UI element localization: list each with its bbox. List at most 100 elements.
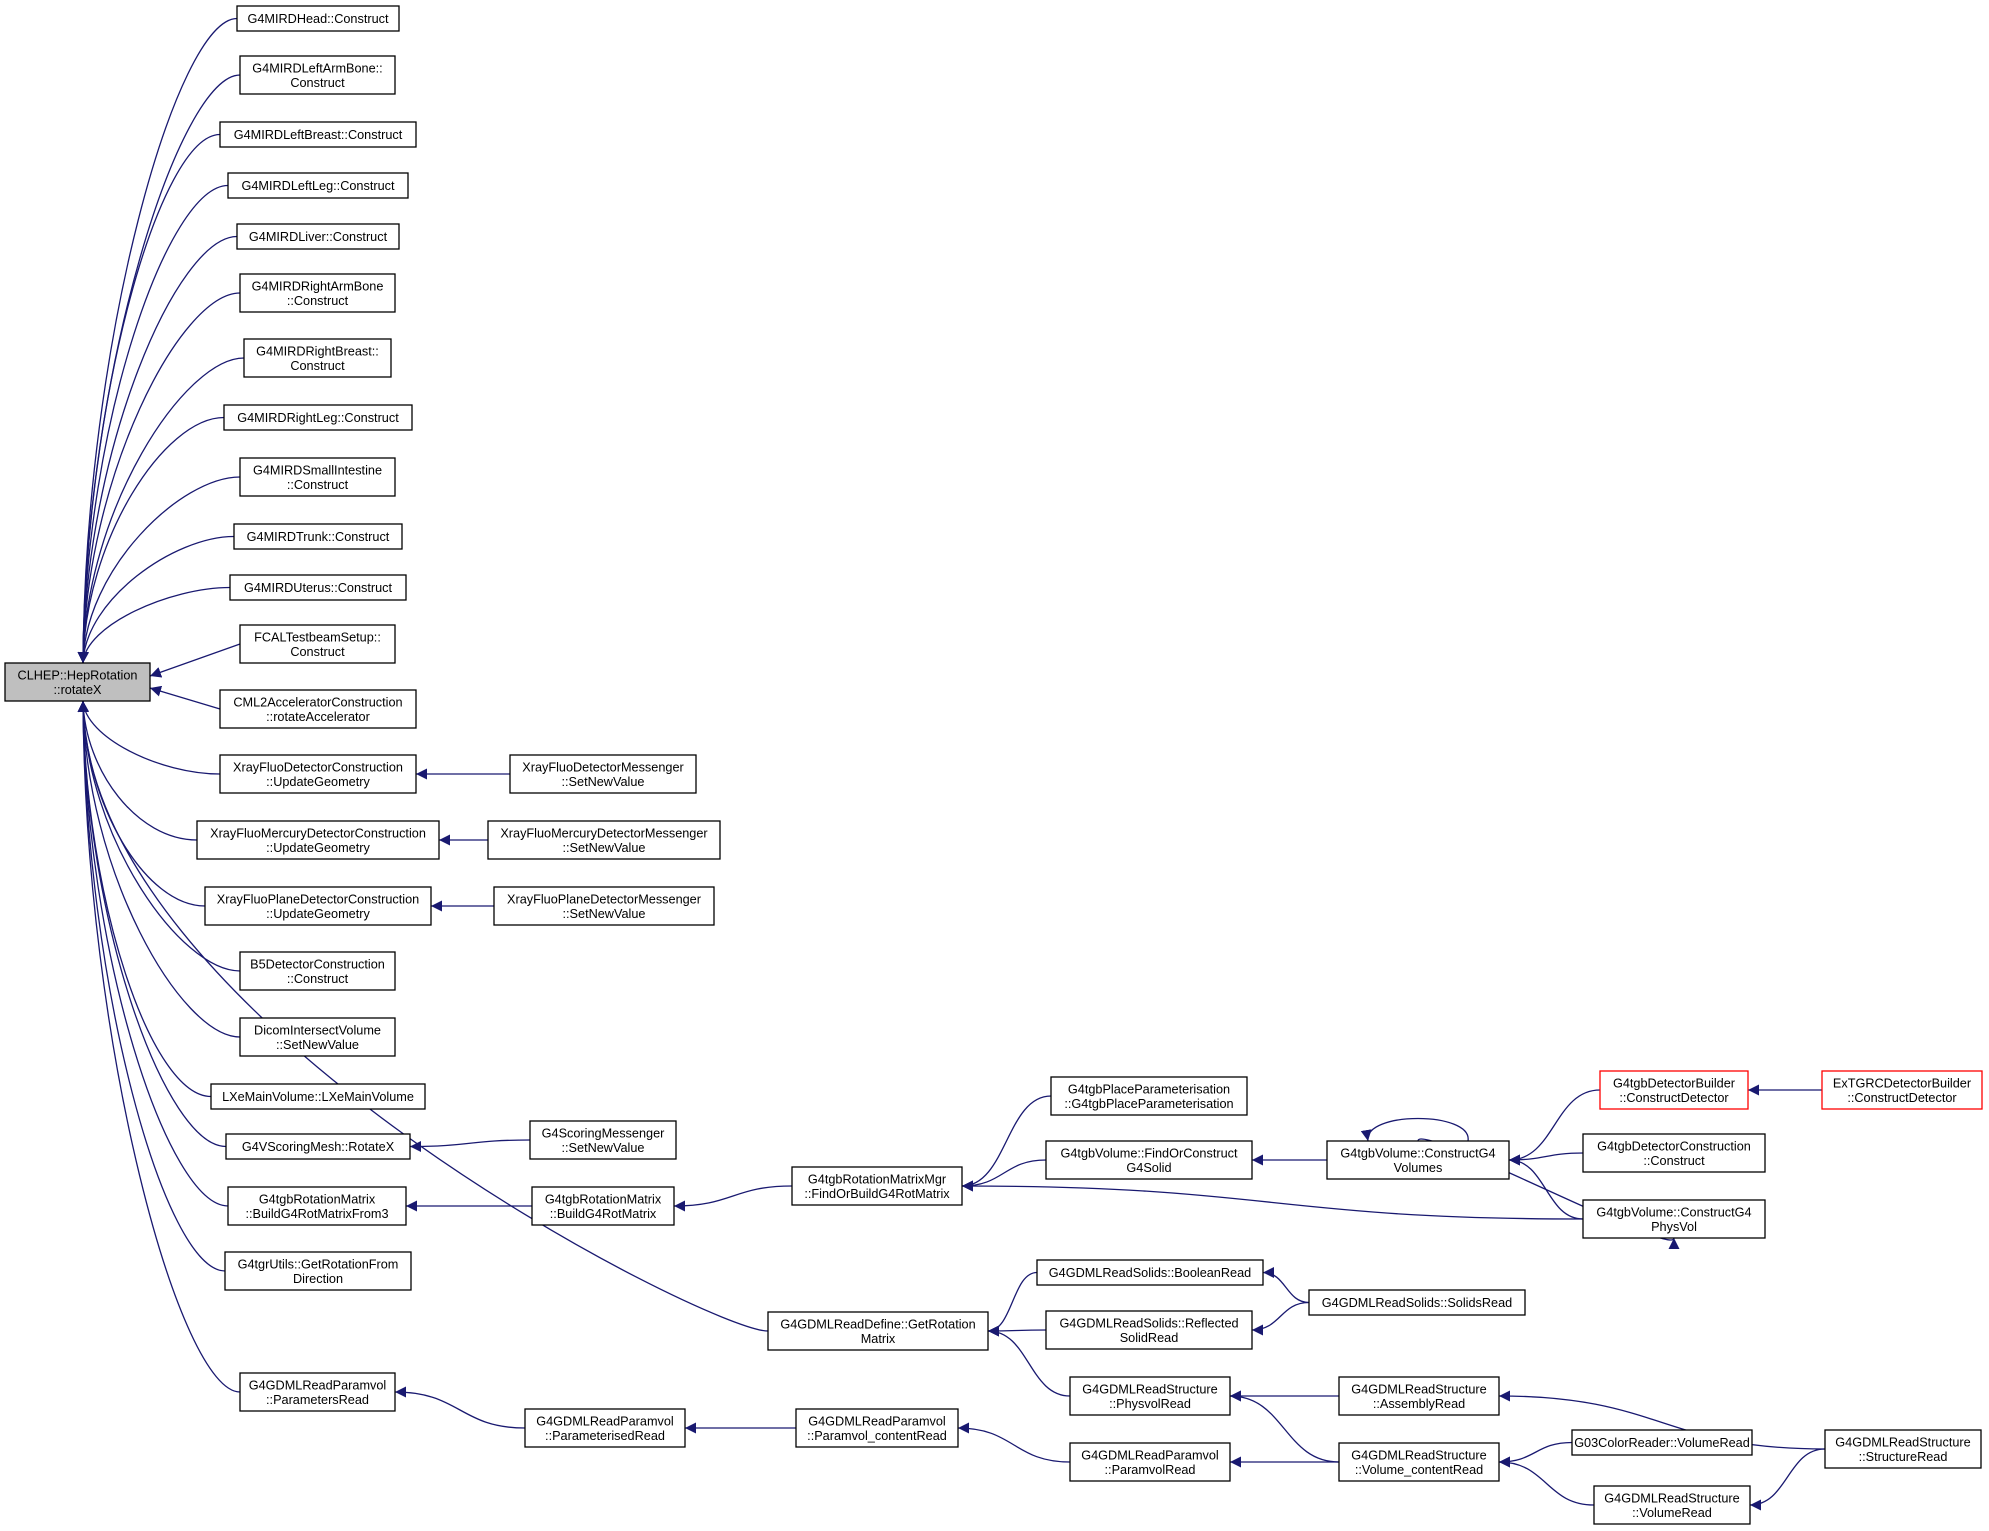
node-tgbDetConstr[interactable]: G4tgbDetectorConstruction::Construct [1582,1133,1766,1173]
node-label-line: G4Solid [1126,1161,1171,1175]
node-exTgrc[interactable]: ExTGRCDetectorBuilder::ConstructDetector [1821,1070,1983,1110]
node-cml2[interactable]: CML2AcceleratorConstruction::rotateAccel… [219,689,417,729]
edge-gdmlReflected-to-gdmlDefine [987,1325,1047,1337]
edge-liver-to-root [77,235,238,664]
node-tgbRotMgr[interactable]: G4tgbRotationMatrixMgr::FindOrBuildG4Rot… [791,1166,963,1206]
node-tgbDetBuilder[interactable]: G4tgbDetectorBuilder::ConstructDetector [1599,1070,1749,1110]
node-box [210,1083,426,1110]
node-label-line: ::ConstructDetector [1847,1091,1957,1105]
node-label-line: G4tgbRotationMatrix [259,1192,376,1206]
node-label-line: G4GDMLReadParamvol [808,1414,946,1428]
node-label-line: G4MIRDRightLeg::Construct [237,411,399,425]
node-label-line: G4GDMLReadParamvol [249,1378,387,1392]
node-label-line: CLHEP::HepRotation [18,668,138,682]
node-box [1045,1310,1253,1350]
node-root[interactable]: CLHEP::HepRotation::rotateX [4,662,151,702]
node-box [487,820,721,860]
node-gdmlParamsRead[interactable]: G4GDMLReadParamvol::ParametersRead [239,1372,396,1412]
node-leftBreast[interactable]: G4MIRDLeftBreast::Construct [219,121,417,148]
node-xrayDetMsg[interactable]: XrayFluoDetectorMessenger::SetNewValue [509,754,697,794]
node-label-line: ::PhysvolRead [1109,1397,1191,1411]
node-label-line: G4GDMLReadSolids::Reflected [1059,1316,1238,1330]
node-b5[interactable]: B5DetectorConstruction::Construct [239,951,396,991]
node-label-line: ::ParametersRead [266,1393,369,1407]
node-scoringMesh[interactable]: G4VScoringMesh::RotateX [225,1133,411,1160]
node-gdmlStructure[interactable]: G4GDMLReadStructure::StructureRead [1824,1429,1982,1469]
node-gdmlSolids[interactable]: G4GDMLReadSolids::SolidsRead [1308,1289,1526,1316]
node-label-line: ::UpdateGeometry [266,907,370,921]
node-label-line: G4GDMLReadStructure [1082,1382,1217,1396]
node-label-line: XrayFluoPlaneDetectorConstruction [217,892,419,906]
node-liver[interactable]: G4MIRDLiver::Construct [236,223,400,250]
node-tgbRotBuild[interactable]: G4tgbRotationMatrix::BuildG4RotMatrix [531,1186,675,1226]
node-xrayDet[interactable]: XrayFluoDetectorConstruction::UpdateGeom… [219,754,417,794]
node-scoringMsg[interactable]: G4ScoringMessenger::SetNewValue [529,1120,677,1160]
edge-gdmlStructure-to-gdmlAssembly [1498,1390,1826,1450]
node-box [1050,1076,1248,1116]
node-label-line: G4VScoringMesh::RotateX [242,1140,395,1154]
node-leftLeg[interactable]: G4MIRDLeftLeg::Construct [227,172,409,199]
node-box [229,574,407,601]
node-rightArm[interactable]: G4MIRDRightArmBone::Construct [239,273,396,313]
edge-gdmlParameterised-to-gdmlParamsRead [394,1386,526,1429]
edge-dicom-to-root [77,700,241,1038]
node-tgbPlace[interactable]: G4tgbPlaceParameterisation::G4tgbPlacePa… [1050,1076,1248,1116]
node-label-line: ::rotateAccelerator [266,710,370,724]
node-label-line: ::VolumeRead [1632,1506,1712,1520]
node-label-line: PhysVol [1651,1220,1697,1234]
node-gdmlParamvolRead[interactable]: G4GDMLReadParamvol::ParamvolRead [1069,1442,1231,1482]
node-box [227,1186,407,1226]
node-box [233,523,403,550]
node-head[interactable]: G4MIRDHead::Construct [236,5,400,32]
node-g03Color[interactable]: G03ColorReader::VolumeRead [1571,1429,1753,1456]
node-gdmlVolContent[interactable]: G4GDMLReadStructure::Volume_contentRead [1338,1442,1500,1482]
node-label-line: B5DetectorConstruction [250,957,385,971]
node-gdmlVolumeRead[interactable]: G4GDMLReadStructure::VolumeRead [1593,1485,1751,1525]
node-label-line: G4MIRDLeftBreast::Construct [234,128,403,142]
node-label-line: G4GDMLReadSolids::SolidsRead [1322,1296,1512,1310]
edge-gdmlParamvolRead-to-gdmlParamContent [957,1422,1071,1463]
node-xrayMerc[interactable]: XrayFluoMercuryDetectorConstruction::Upd… [196,820,440,860]
edge-gdmlBoolean-to-gdmlDefine [987,1271,1038,1337]
node-gdmlParameterised[interactable]: G4GDMLReadParamvol::ParameterisedRead [524,1408,686,1448]
node-gdmlPhysvol[interactable]: G4GDMLReadStructure::PhysvolRead [1069,1376,1231,1416]
node-label-line: ::Volume_contentRead [1355,1463,1483,1477]
node-label-line: ::ParameterisedRead [545,1429,665,1443]
node-tgbRotFrom3[interactable]: G4tgbRotationMatrix::BuildG4RotMatrixFro… [227,1186,407,1226]
node-smallInt[interactable]: G4MIRDSmallIntestine::Construct [239,457,396,497]
node-uterus[interactable]: G4MIRDUterus::Construct [229,574,407,601]
node-label-line: G4MIRDLeftArmBone:: [252,61,382,75]
node-gdmlAssembly[interactable]: G4GDMLReadStructure::AssemblyRead [1338,1376,1500,1416]
edge-tgbRotMgr-to-tgbRotBuild [673,1185,793,1212]
node-gdmlParamContent[interactable]: G4GDMLReadParamvol::Paramvol_contentRead [795,1408,959,1448]
node-box [1593,1485,1751,1525]
node-box [219,689,417,729]
edge-tgbPhysVol-to-tgbRotMgr [961,1180,1584,1220]
node-lxe[interactable]: LXeMainVolume::LXeMainVolume [210,1083,426,1110]
node-leftArm[interactable]: G4MIRDLeftArmBone::Construct [239,55,396,95]
node-box [225,1133,411,1160]
node-xrayPlaneMsg[interactable]: XrayFluoPlaneDetectorMessenger::SetNewVa… [493,886,715,926]
node-label-line: ::SetNewValue [562,1141,645,1155]
node-xrayPlane[interactable]: XrayFluoPlaneDetectorConstruction::Updat… [204,886,432,926]
node-rightBreast[interactable]: G4MIRDRightBreast::Construct [243,338,392,378]
node-box [524,1408,686,1448]
node-rightLeg[interactable]: G4MIRDRightLeg::Construct [223,404,413,431]
node-trunk[interactable]: G4MIRDTrunk::Construct [233,523,403,550]
node-xrayMercMsg[interactable]: XrayFluoMercuryDetectorMessenger::SetNew… [487,820,721,860]
node-label-line: XrayFluoDetectorConstruction [233,760,403,774]
node-fcal[interactable]: FCALTestbeamSetup::Construct [239,624,396,664]
node-box [236,5,400,32]
node-label-line: G4GDMLReadParamvol [536,1414,674,1428]
node-dicom[interactable]: DicomIntersectVolume::SetNewValue [239,1017,396,1057]
node-gdmlBoolean[interactable]: G4GDMLReadSolids::BooleanRead [1036,1259,1264,1286]
node-box [224,1251,412,1291]
node-label-line: G4MIRDSmallIntestine [253,463,382,477]
node-label-line: G4tgrUtils::GetRotationFrom [238,1257,399,1271]
